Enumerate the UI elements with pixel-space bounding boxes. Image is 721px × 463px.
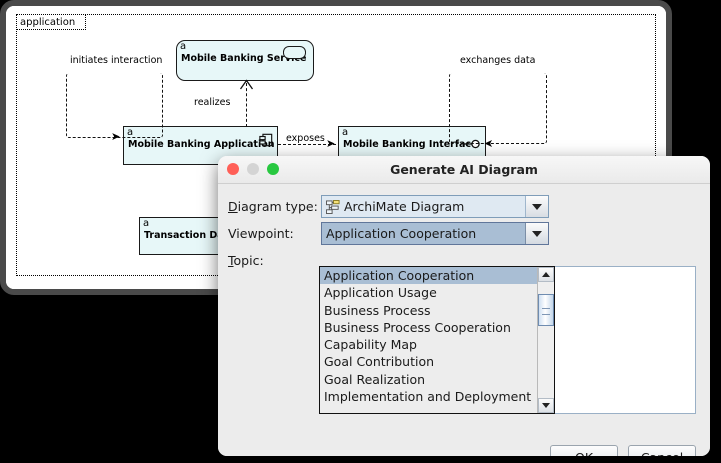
grouping-container-label: application xyxy=(16,14,86,30)
diagram-type-label: Diagram type: xyxy=(228,196,318,218)
element-mobile-banking-service[interactable]: a Mobile Banking Service xyxy=(176,40,314,81)
element-tag: a xyxy=(143,218,150,229)
viewpoint-option[interactable]: Business Process xyxy=(324,302,431,318)
viewpoint-combo[interactable]: Application Cooperation xyxy=(321,222,549,245)
generate-ai-diagram-dialog: Generate AI Diagram Diagram type: ArchiM… xyxy=(218,156,710,456)
dialog-titlebar[interactable]: Generate AI Diagram xyxy=(218,156,710,184)
viewpoint-option[interactable]: Capability Map xyxy=(324,337,417,353)
minimize-icon[interactable] xyxy=(247,163,259,175)
scrollbar-track[interactable] xyxy=(538,282,554,398)
relation-initiates-interaction[interactable] xyxy=(66,73,163,138)
element-tag: a xyxy=(342,127,349,138)
element-tag: a xyxy=(127,127,134,138)
diagram-type-label-rest: iagram type: xyxy=(237,199,318,214)
diagram-type-chevron-down-icon[interactable] xyxy=(525,196,548,217)
element-name: Mobile Banking Application xyxy=(128,139,275,150)
viewpoint-dropdown-popup[interactable]: Application Cooperation Application Usag… xyxy=(319,266,555,414)
scrollbar-thumb[interactable] xyxy=(538,294,554,326)
relation-label-initiates-interaction: initiates interaction xyxy=(68,55,165,66)
arrowhead-initiates: ➤ xyxy=(111,130,121,143)
topic-label-rest: opic: xyxy=(233,253,264,268)
element-tag: a xyxy=(180,41,187,52)
viewpoint-label: Viewpoint: xyxy=(228,226,294,241)
archimate-diagram-icon xyxy=(326,199,340,214)
arrowhead-realizes xyxy=(239,79,254,90)
dialog-title: Generate AI Diagram xyxy=(390,162,538,177)
viewpoint-option[interactable]: Business Process Cooperation xyxy=(324,319,511,335)
maximize-icon[interactable] xyxy=(267,163,279,175)
viewpoint-option[interactable]: Application Usage xyxy=(324,285,437,301)
close-icon[interactable] xyxy=(227,163,239,175)
diagram-type-mnemonic: D xyxy=(228,199,238,214)
element-name: Transaction Data xyxy=(144,230,235,241)
viewpoint-option[interactable]: Implementation and Deployment xyxy=(324,389,532,405)
viewpoint-value: Application Cooperation xyxy=(322,226,525,241)
viewpoint-option[interactable]: Application Cooperation xyxy=(320,267,537,285)
topic-mnemonic: T xyxy=(228,253,234,268)
cancel-label-rest: ancel xyxy=(650,450,684,457)
cancel-mnemonic: C xyxy=(641,450,650,457)
arrowhead-exposes: ➤ xyxy=(326,137,336,150)
scroll-up-icon[interactable] xyxy=(538,267,554,282)
viewpoint-chevron-down-icon[interactable] xyxy=(525,223,548,244)
relation-exchanges-data[interactable] xyxy=(449,73,547,144)
viewpoint-list-scrollbar[interactable] xyxy=(537,267,554,413)
cancel-button[interactable]: Cancel xyxy=(628,445,696,456)
relation-exposes[interactable] xyxy=(278,144,336,145)
viewpoint-option[interactable]: Goal Realization xyxy=(324,371,426,387)
application-interface-icon xyxy=(461,139,480,149)
viewpoint-option[interactable]: Goal Contribution xyxy=(324,354,435,370)
ok-label-rest: K xyxy=(585,450,593,457)
diagram-type-combo[interactable]: ArchiMate Diagram xyxy=(321,195,549,218)
window-controls xyxy=(227,163,279,175)
relation-label-realizes: realizes xyxy=(192,97,233,108)
viewpoint-option-list[interactable]: Application Cooperation Application Usag… xyxy=(320,267,537,413)
application-component-icon xyxy=(259,133,273,147)
diagram-type-value: ArchiMate Diagram xyxy=(344,199,465,214)
arrowhead-exchanges: ➤ xyxy=(484,137,494,150)
application-service-icon xyxy=(283,46,306,59)
diagram-type-value-wrap: ArchiMate Diagram xyxy=(322,199,525,214)
ok-button[interactable]: OK xyxy=(550,445,618,456)
ok-mnemonic: O xyxy=(575,450,585,457)
element-name: Mobile Banking Service xyxy=(181,53,307,64)
element-name: Mobile Banking Interface xyxy=(343,139,478,150)
relation-label-exposes: exposes xyxy=(284,133,327,144)
topic-label: Topic: xyxy=(228,250,264,272)
scroll-down-icon[interactable] xyxy=(538,398,554,413)
dialog-body: Diagram type: ArchiMate Diagram Viewpoin… xyxy=(218,184,710,456)
relation-realizes[interactable] xyxy=(246,83,247,127)
relation-label-exchanges-data: exchanges data xyxy=(458,55,538,66)
